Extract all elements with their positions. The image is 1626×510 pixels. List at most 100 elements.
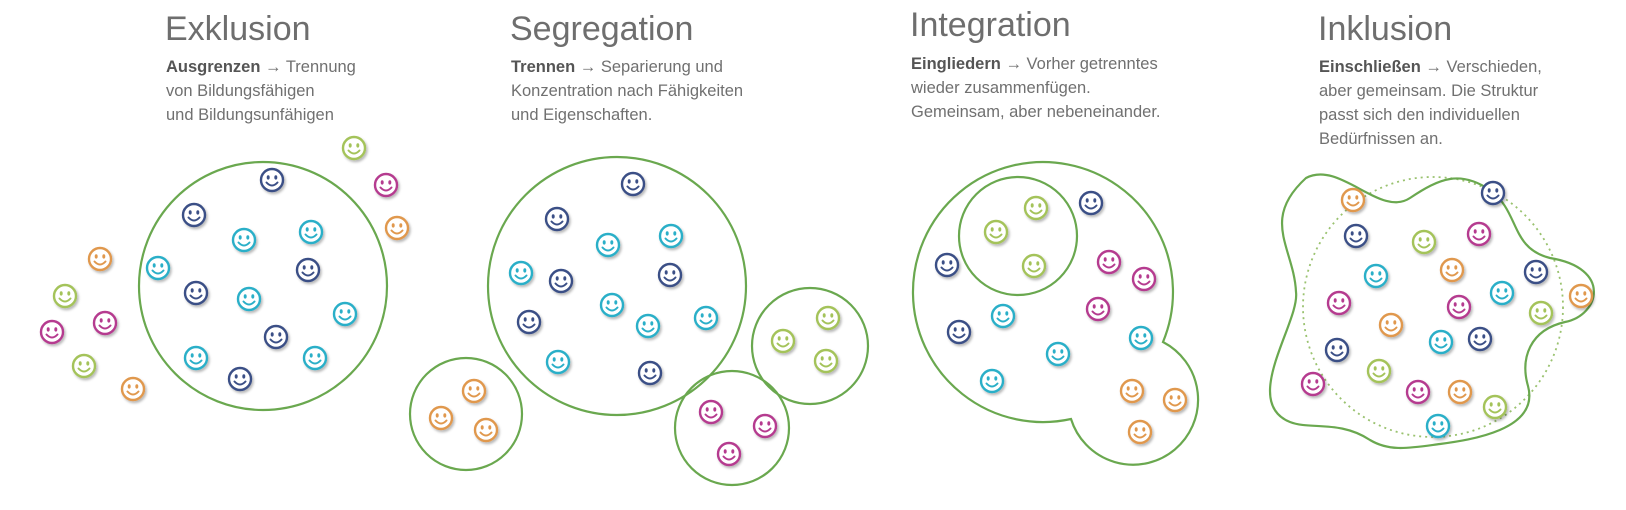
inklusion-line-3: passt sich den individuellen [1319, 106, 1520, 124]
inklusion-description: Einschließen → Verschieden, aber gemeins… [1319, 55, 1542, 151]
smiley-face-icon [1523, 259, 1549, 285]
smiley-face-icon [1085, 296, 1111, 322]
integration-description: Eingliedern → Vorher getrenntes wieder z… [911, 52, 1161, 124]
smiley-face-icon [1127, 419, 1153, 445]
smiley-face-icon [658, 223, 684, 249]
exklusion-keyword: Ausgrenzen [166, 58, 261, 76]
smiley-face-icon [716, 441, 742, 467]
smiley-face-icon [620, 171, 646, 197]
arrow-icon: → [1425, 58, 1442, 76]
smiley-face-icon [946, 319, 972, 345]
smiley-face-icon [92, 310, 118, 336]
smiley-face-icon [990, 303, 1016, 329]
smiley-face-icon [39, 319, 65, 345]
smiley-face-icon [120, 376, 146, 402]
smiley-face-icon [71, 353, 97, 379]
inklusion-title: Inklusion [1318, 10, 1453, 48]
integration-title: Integration [910, 6, 1071, 44]
smiley-face-icon [373, 172, 399, 198]
segregation-description: Trennen → Separierung und Konzentration … [511, 55, 743, 127]
smiley-face-icon [231, 227, 257, 253]
segregation-lime-circle [750, 286, 870, 406]
smiley-face-icon [595, 232, 621, 258]
smiley-face-icon [516, 309, 542, 335]
smiley-face-icon [1363, 263, 1389, 289]
inklusion-line-4: Bedürfnissen an. [1319, 130, 1443, 148]
smiley-face-icon [934, 252, 960, 278]
smiley-face-icon [1324, 337, 1350, 363]
exklusion-line-1: Trennung [285, 58, 356, 76]
smiley-face-icon [813, 348, 839, 374]
smiley-face-icon [384, 215, 410, 241]
smiley-face-icon [473, 417, 499, 443]
integration-line-2: wieder zusammenfügen. [911, 79, 1091, 97]
segregation-orange-circle [408, 356, 524, 472]
segregation-keyword: Trennen [511, 58, 576, 76]
smiley-face-icon [1045, 341, 1071, 367]
arrow-icon: → [579, 58, 597, 76]
smiley-face-icon [1096, 249, 1122, 275]
smiley-face-icon [181, 202, 207, 228]
smiley-face-icon [259, 167, 285, 193]
exklusion-circle [137, 160, 389, 412]
smiley-face-icon [599, 292, 625, 318]
smiley-face-icon [1343, 223, 1369, 249]
smiley-face-icon [341, 135, 367, 161]
smiley-face-icon [815, 305, 841, 331]
exklusion-line-3: und Bildungsunfähigen [166, 106, 334, 124]
smiley-face-icon [1162, 387, 1188, 413]
smiley-face-icon [1023, 195, 1049, 221]
integration-line-1: Vorher getrenntes [1026, 55, 1158, 73]
smiley-face-icon [770, 328, 796, 354]
smiley-faces-group [39, 135, 1594, 467]
smiley-face-icon [1425, 413, 1451, 439]
smiley-face-icon [1078, 190, 1104, 216]
smiley-face-icon [1446, 294, 1472, 320]
inklusion-outline [1268, 173, 1595, 450]
smiley-face-icon [1568, 283, 1594, 309]
integration-outline [911, 160, 1200, 466]
inklusion-line-2: aber gemeinsam. Die Struktur [1319, 82, 1539, 100]
smiley-face-icon [236, 286, 262, 312]
smiley-face-icon [545, 349, 571, 375]
smiley-face-icon [1300, 371, 1326, 397]
smiley-face-icon [544, 206, 570, 232]
smiley-face-icon [1528, 300, 1554, 326]
smiley-face-icon [657, 262, 683, 288]
smiley-face-icon [295, 257, 321, 283]
integration-line-3: Gemeinsam, aber nebeneinander. [911, 103, 1161, 121]
smiley-face-icon [428, 405, 454, 431]
exklusion-title: Exklusion [165, 10, 311, 48]
integration-inner-circle [957, 175, 1079, 297]
segregation-line-2: Konzentration nach Fähigkeiten [511, 82, 744, 100]
smiley-face-icon [508, 260, 534, 286]
smiley-face-icon [1466, 221, 1492, 247]
smiley-face-icon [263, 324, 289, 350]
smiley-face-icon [637, 360, 663, 386]
smiley-face-icon [1480, 180, 1506, 206]
smiley-face-icon [298, 219, 324, 245]
exklusion-line-2: von Bildungsfähigen [166, 82, 315, 100]
smiley-face-icon [1482, 394, 1508, 420]
smiley-face-icon [752, 413, 778, 439]
smiley-face-icon [1021, 253, 1047, 279]
smiley-face-icon [52, 283, 78, 309]
smiley-face-icon [87, 246, 113, 272]
inklusion-keyword: Einschließen [1319, 58, 1421, 76]
exklusion-description: Ausgrenzen → Trennung von Bildungsfähige… [166, 55, 356, 127]
arrow-icon: → [1005, 55, 1022, 73]
smiley-face-icon [145, 255, 171, 281]
smiley-face-icon [461, 378, 487, 404]
smiley-face-icon [1131, 266, 1157, 292]
smiley-face-icon [227, 366, 253, 392]
segregation-title: Segregation [510, 10, 694, 48]
smiley-face-icon [332, 301, 358, 327]
smiley-face-icon [1340, 187, 1366, 213]
smiley-face-icon [1378, 312, 1404, 338]
smiley-face-icon [183, 280, 209, 306]
smiley-face-icon [302, 345, 328, 371]
smiley-face-icon [1439, 257, 1465, 283]
inklusion-line-1: Verschieden, [1446, 58, 1542, 76]
smiley-face-icon [983, 219, 1009, 245]
